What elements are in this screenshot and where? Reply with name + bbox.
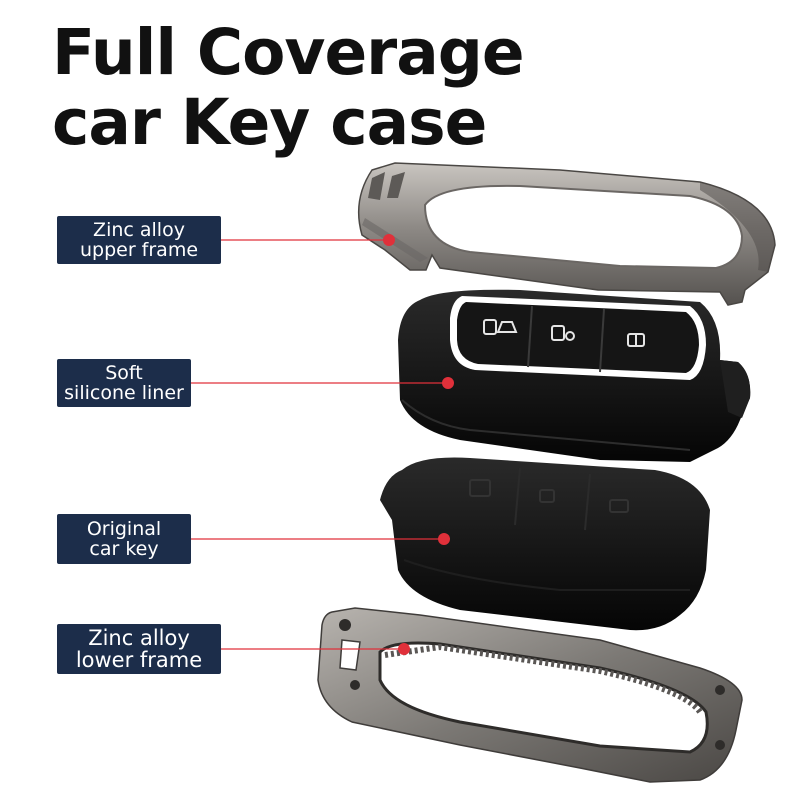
lower-frame-label-line-1: Zinc alloy — [88, 626, 190, 650]
upper-frame-label-line-1: Zinc alloy — [93, 219, 185, 241]
title-line-1: Full Coverage — [52, 16, 525, 89]
callout-pointers — [191, 234, 454, 655]
lower-frame-label-line-2: lower frame — [75, 648, 203, 672]
lower-frame-label: Zinc alloy lower frame — [57, 624, 221, 674]
car-key-label-line-2: car key — [89, 538, 159, 560]
silicone-liner-label-line-1: Soft — [105, 362, 143, 384]
lower-frame-image — [317, 607, 743, 783]
silicone-liner-image — [398, 289, 751, 462]
silicone-liner-label-line-2: silicone liner — [64, 382, 184, 404]
car-key-label-line-1: Original — [86, 518, 162, 540]
pointer-dot-lower-frame — [398, 643, 410, 655]
pointer-dot-car-key — [438, 533, 450, 545]
car-key-label: Original car key — [57, 514, 191, 564]
pointer-dot-silicone-liner — [442, 377, 454, 389]
original-car-key-image — [380, 457, 710, 631]
title-line-2: car Key case — [52, 86, 487, 159]
upper-frame-label-line-2: upper frame — [79, 239, 199, 261]
silicone-liner-label: Soft silicone liner — [57, 359, 191, 407]
upper-frame-image — [357, 162, 776, 306]
page-title: Full Coverage car Key case — [52, 16, 525, 159]
upper-frame-label: Zinc alloy upper frame — [57, 216, 221, 264]
pointer-dot-upper-frame — [383, 234, 395, 246]
